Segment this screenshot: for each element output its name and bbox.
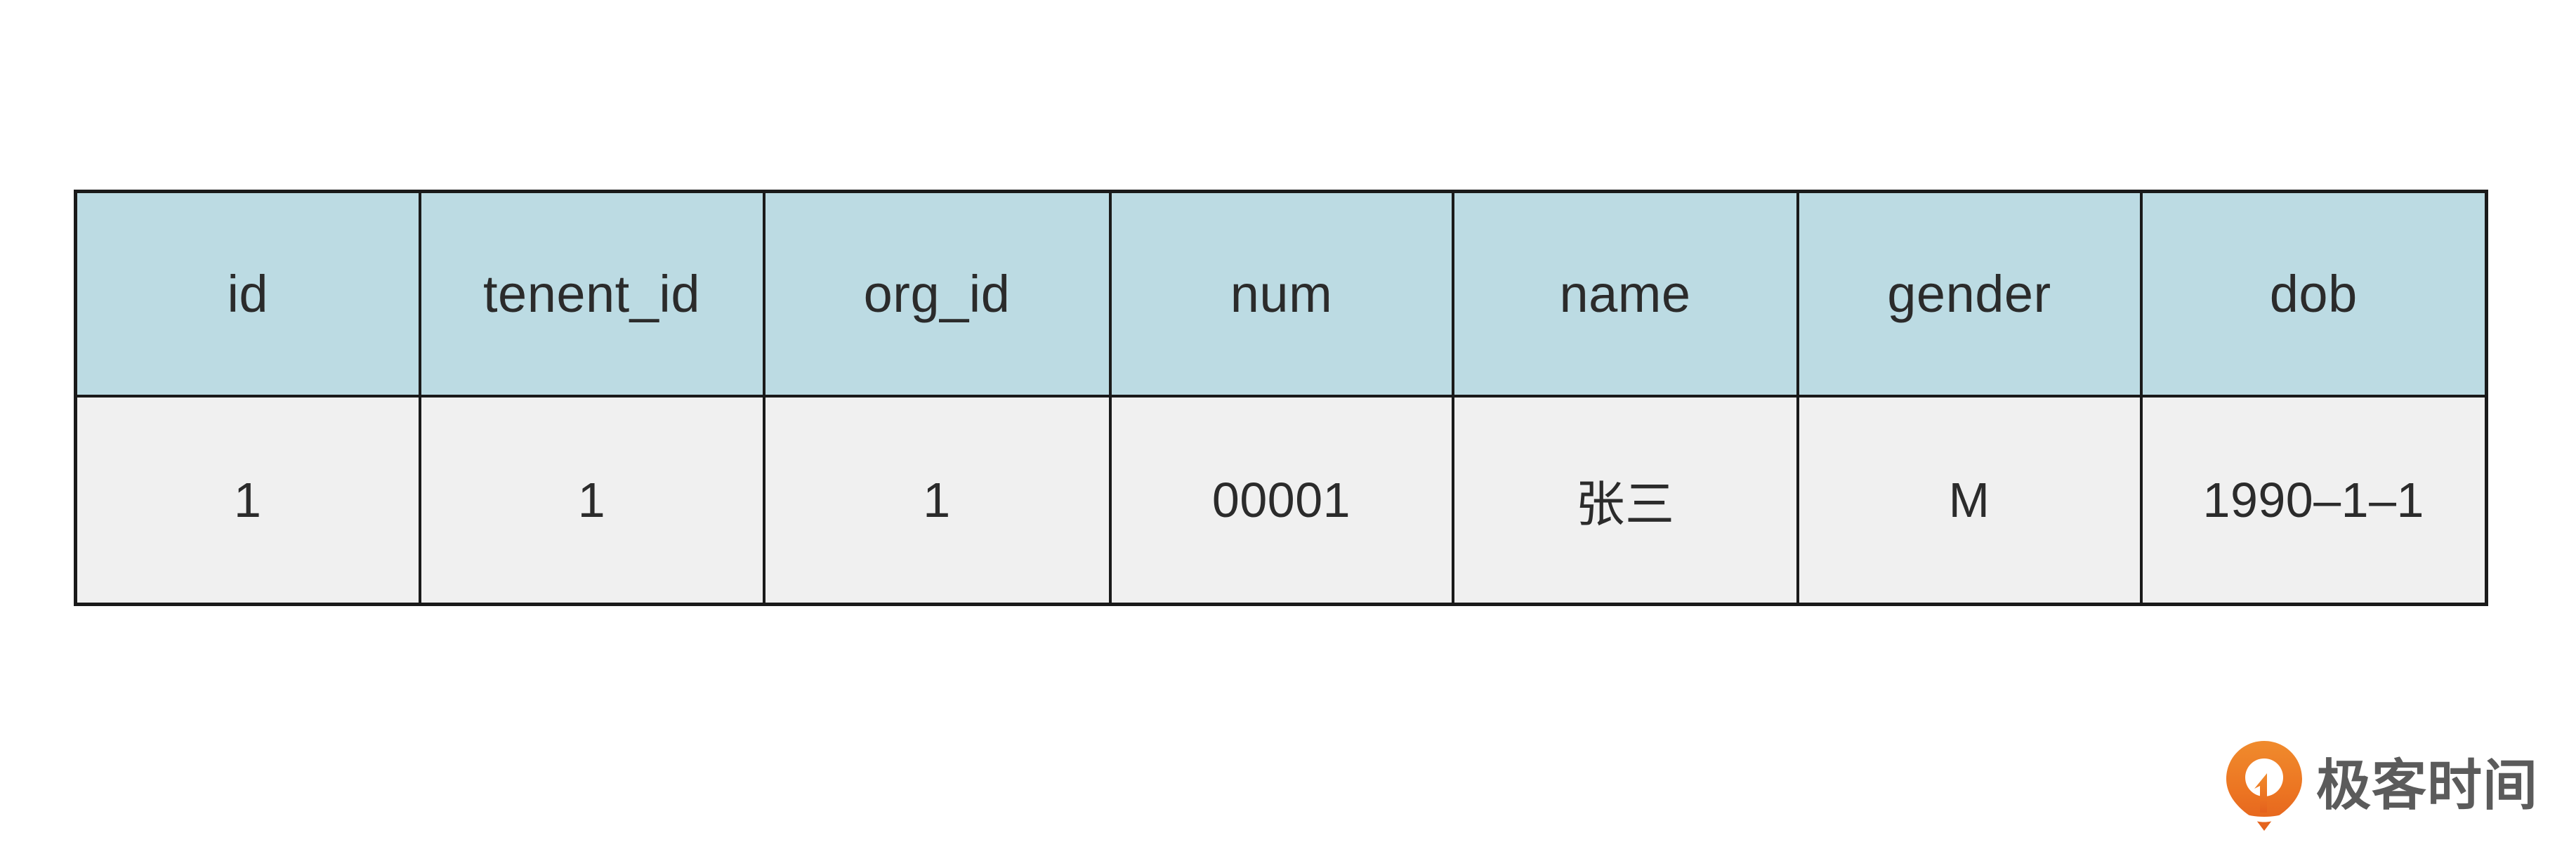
column-header-name: name xyxy=(1451,190,1799,398)
column-header-tenent-id: tenent_id xyxy=(418,190,765,398)
cell-num: 00001 xyxy=(1108,395,1454,606)
cell-org-id: 1 xyxy=(762,395,1112,606)
table-header-row: id tenent_id org_id num name gender dob xyxy=(74,190,2488,398)
cell-gender: M xyxy=(1796,395,2143,606)
column-header-gender: gender xyxy=(1796,190,2143,398)
table-row: 1 1 1 00001 张三 M 1990–1–1 xyxy=(74,395,2488,606)
person-schema-table: id tenent_id org_id num name gender dob … xyxy=(74,190,2488,606)
cell-dob: 1990–1–1 xyxy=(2139,395,2488,606)
column-header-dob: dob xyxy=(2139,190,2488,398)
geektime-pin-logo-icon xyxy=(2225,740,2304,832)
cell-id: 1 xyxy=(74,395,421,606)
cell-name: 张三 xyxy=(1451,395,1799,606)
column-header-org-id: org_id xyxy=(762,190,1112,398)
table-container: id tenent_id org_id num name gender dob … xyxy=(74,190,2488,606)
cell-tenent-id: 1 xyxy=(418,395,765,606)
brand-name-label: 极客时间 xyxy=(2316,754,2539,817)
brand-watermark: 极客时间 xyxy=(2225,733,2538,839)
column-header-num: num xyxy=(1108,190,1454,398)
table-body: 1 1 1 00001 张三 M 1990–1–1 xyxy=(74,395,2488,606)
column-header-id: id xyxy=(74,190,421,398)
table-header: id tenent_id org_id num name gender dob xyxy=(74,190,2488,398)
